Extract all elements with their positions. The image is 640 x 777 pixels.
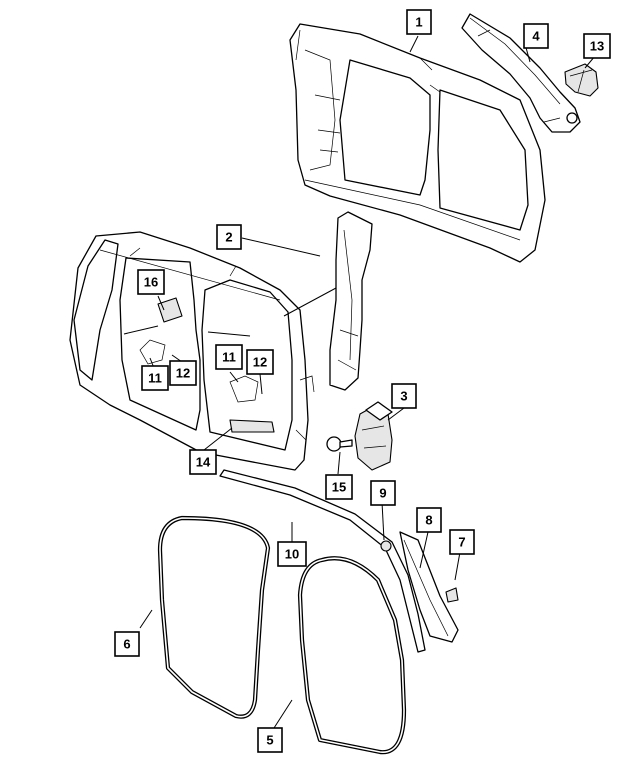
- inner-body-side-assembly: [69, 231, 315, 471]
- clip-9: [380, 540, 392, 552]
- svg-text:2: 2: [225, 230, 232, 245]
- callout-3: 3: [391, 383, 417, 409]
- clip-7: [445, 587, 459, 603]
- bracket-13: [564, 63, 599, 97]
- callout-16: 16: [137, 269, 165, 295]
- svg-text:14: 14: [196, 455, 211, 470]
- callout-1: 1: [406, 9, 432, 35]
- callout-13: 13: [583, 33, 611, 59]
- svg-text:16: 16: [144, 275, 158, 290]
- svg-text:11: 11: [148, 371, 162, 386]
- svg-text:4: 4: [532, 29, 540, 44]
- callout-12b: 12: [246, 349, 274, 375]
- svg-text:5: 5: [266, 733, 273, 748]
- callout-7: 7: [449, 529, 475, 555]
- push-pin-15: [326, 436, 353, 452]
- callout-4: 4: [523, 23, 549, 49]
- svg-text:6: 6: [123, 637, 130, 652]
- callout-14: 14: [189, 449, 217, 475]
- roof-weatherstrip-10: [219, 469, 426, 653]
- svg-text:10: 10: [285, 547, 299, 562]
- callout-6: 6: [114, 631, 140, 657]
- svg-text:11: 11: [222, 350, 236, 365]
- svg-text:3: 3: [400, 389, 407, 404]
- callout-8: 8: [416, 507, 442, 533]
- callout-11b: 11: [215, 344, 243, 370]
- callout-2: 2: [216, 224, 242, 250]
- callout-11a: 11: [141, 365, 169, 391]
- pillar-applique-8: [399, 531, 459, 643]
- callout-5: 5: [257, 727, 283, 753]
- callout-9: 9: [370, 480, 396, 506]
- svg-text:1: 1: [415, 15, 422, 30]
- b-pillar: [329, 211, 373, 391]
- callout-10: 10: [277, 541, 307, 567]
- svg-text:7: 7: [458, 535, 465, 550]
- svg-text:13: 13: [590, 39, 604, 54]
- callout-12a: 12: [169, 360, 197, 386]
- svg-text:8: 8: [425, 513, 432, 528]
- front-door-seal-6: [157, 515, 271, 719]
- svg-text:12: 12: [176, 366, 190, 381]
- rear-door-seal-5: [297, 556, 407, 755]
- svg-text:9: 9: [379, 486, 386, 501]
- callout-15: 15: [325, 474, 353, 500]
- bracket-3: [354, 401, 393, 471]
- svg-text:12: 12: [253, 355, 267, 370]
- roof-rail: [461, 13, 581, 133]
- outer-body-side-panel: [289, 23, 546, 263]
- svg-text:15: 15: [332, 480, 346, 495]
